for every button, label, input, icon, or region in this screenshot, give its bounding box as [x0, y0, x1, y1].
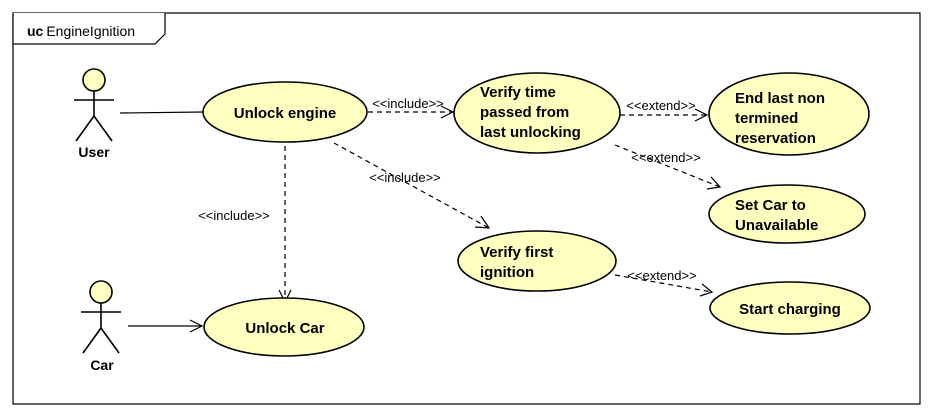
svg-text:Start charging: Start charging [739, 301, 841, 318]
usecase-start-charging[interactable]: Start charging [709, 281, 871, 335]
association-user-unlock-engine [119, 111, 204, 114]
include-unlock-engine-verify-time: <<include>> [368, 96, 455, 119]
actor-user[interactable]: User [74, 68, 114, 160]
association-car-unlock-car [128, 319, 204, 333]
extend-verify-time-end-reservation: <<extend>> [620, 98, 709, 122]
extend-verify-time-set-car: <<extend>> [614, 144, 722, 190]
include-unlock-engine-verify-first: <<include>> [333, 142, 491, 229]
include-label-verify-time: <<include>> [372, 96, 444, 111]
usecase-unlock-car[interactable]: Unlock Car [203, 297, 365, 357]
include-label-unlock-car: <<include>> [198, 208, 270, 223]
extend-verify-first-start-charging: <<extend>> [614, 268, 714, 297]
actor-car[interactable]: Car [81, 280, 121, 373]
include-label-verify-first: <<include>> [369, 170, 441, 185]
frame-tab [12, 13, 166, 45]
extend-label-set-car: <<extend>> [631, 150, 700, 165]
actor-car-head [89, 280, 113, 304]
extend-label-start-charging: <<extend>> [627, 268, 696, 283]
actor-user-label: User [78, 144, 110, 160]
usecase-unlock-engine[interactable]: Unlock engine [202, 81, 368, 143]
extend-label-end-reservation: <<extend>> [626, 98, 695, 113]
svg-text:Unlock engine: Unlock engine [234, 105, 337, 122]
svg-text:Unlock Car: Unlock Car [245, 320, 324, 337]
actor-car-label: Car [90, 357, 114, 373]
actor-user-head [82, 68, 106, 92]
